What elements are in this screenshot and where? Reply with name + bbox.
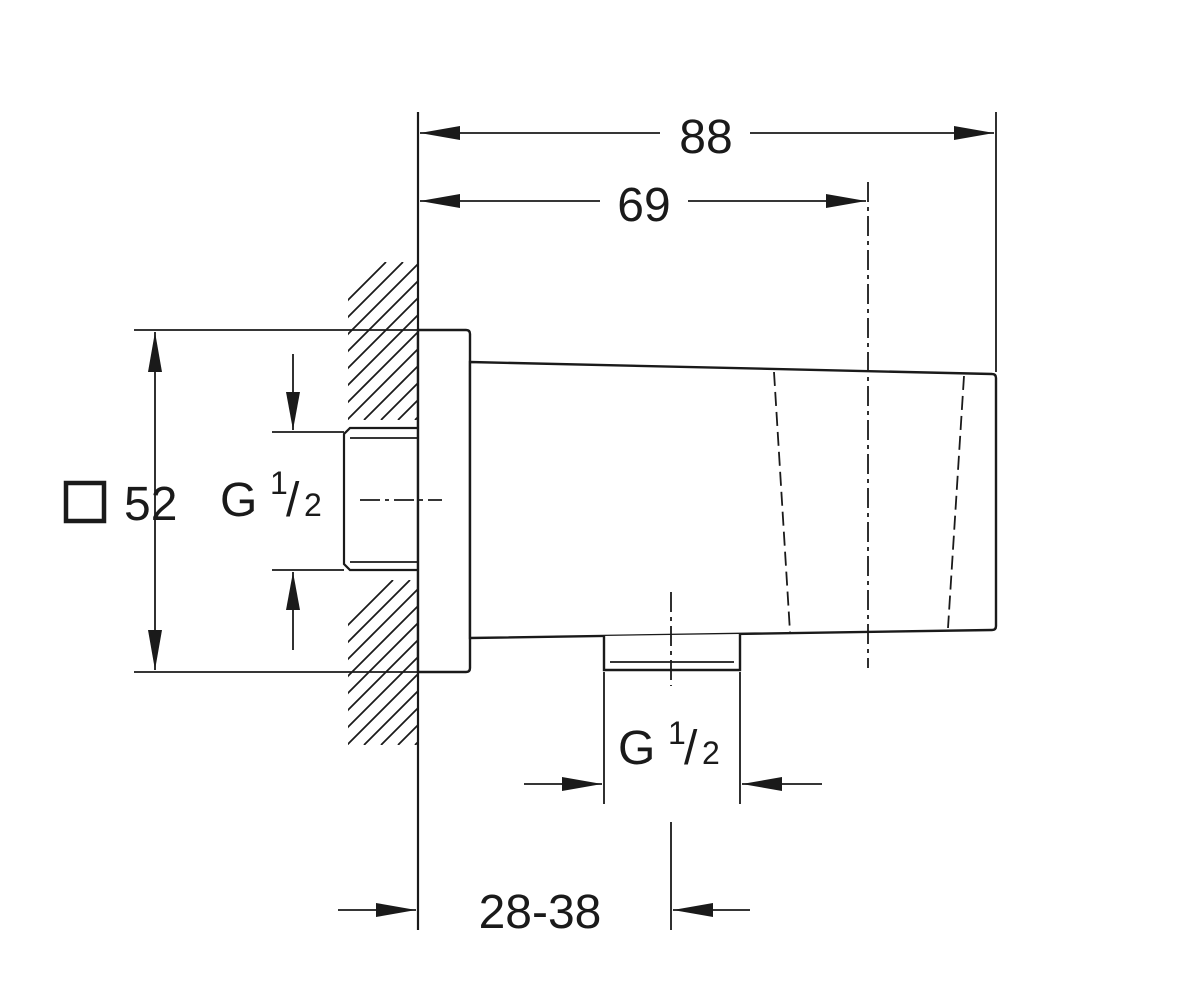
hatch-line [380,262,418,420]
dim-52-label: 52 [124,478,177,531]
hatch-line [348,580,418,745]
square-symbol-icon [63,480,107,524]
dimension-52: 52 [63,329,418,673]
inlet-thread-slash: / [286,474,300,527]
dimension-28-38: 28-38 [338,822,750,939]
dim-88-label: 88 [679,111,732,164]
wall-flange [416,328,472,674]
inlet-thread-dimension: G 1 / 2 [220,354,344,650]
hatch-line [348,580,418,745]
dimension-88: 88 [420,108,994,164]
hatch-line [348,580,418,745]
outlet-thread-denominator: 2 [702,735,720,771]
hatch-line [348,262,418,420]
inlet-thread-numerator: 1 [270,465,288,501]
inlet-thread [342,426,418,572]
elbow-body [468,360,998,640]
hatch-line [348,262,418,420]
hidden-edge-left [773,371,791,633]
outlet-thread-slash: / [684,722,698,775]
inlet-thread-prefix: G [220,474,257,527]
hatch-line [348,262,418,420]
dim-69-label: 69 [617,179,670,232]
hidden-edge-right [947,375,965,629]
hatch-line [363,580,418,745]
inlet-thread-denominator: 2 [304,487,322,523]
hatch-line [348,580,418,745]
hatch-line [348,580,418,745]
hatch-line [348,580,418,745]
hatch-line [348,262,404,420]
outlet-thread-dimension: G 1 / 2 [524,672,822,804]
outlet-thread-numerator: 1 [668,715,686,751]
dim-28-38-label: 28-38 [479,886,602,939]
hatch-line [380,580,418,745]
hatch-line [348,262,418,420]
wall-hatching [348,262,418,745]
hatch-line [348,580,394,745]
hatch-line [348,262,418,420]
hatch-line [363,262,418,420]
hatch-line [348,580,411,745]
hatch-line [348,262,387,420]
dimension-69: 69 [420,176,866,232]
outlet-thread-prefix: G [618,722,655,775]
hatch-line [348,262,418,420]
outlet-thread [602,634,742,672]
